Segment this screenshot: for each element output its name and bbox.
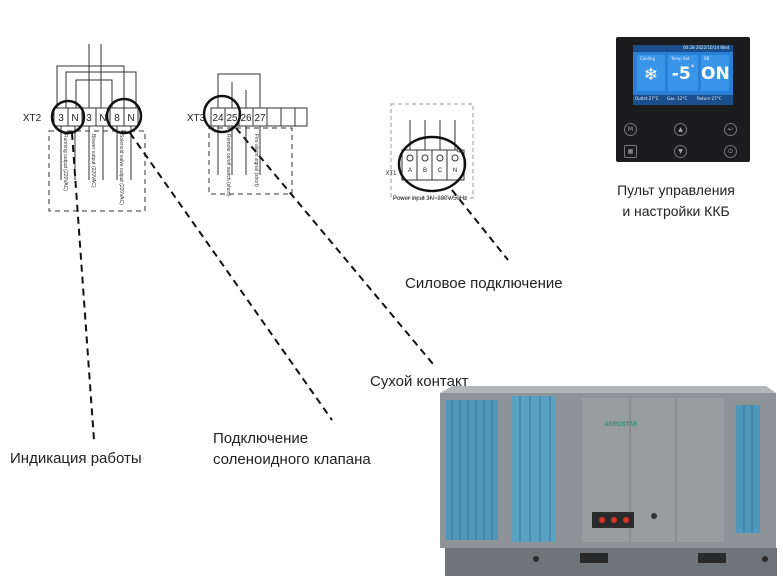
menu-button[interactable]: M: [624, 123, 637, 136]
return-button[interactable]: ↩: [724, 123, 737, 136]
leader-solenoid: [129, 132, 333, 421]
xt3-label: XT3: [187, 113, 206, 124]
label-operation-indication: Индикация работы: [10, 450, 142, 467]
controller-caption-line1: Пульт управления: [617, 182, 735, 198]
xt3-output-caption: Fire alarm signal (short): [253, 134, 259, 187]
grid-button[interactable]: ▦: [624, 145, 637, 158]
mode-tile: Cooling ❄: [637, 55, 665, 91]
controller-caption: Пульт управления и настройки ККБ: [596, 180, 756, 222]
power-button[interactable]: ⏻: [724, 145, 737, 158]
status-value: ON: [701, 64, 730, 84]
gas-temp: Gas -12°C: [667, 96, 688, 101]
xt3-output-caption: Remote on/off switch (short): [225, 134, 231, 197]
return-temp: Return 27°C: [697, 96, 722, 101]
label-dry-contact: Сухой контакт: [370, 373, 469, 390]
xt3-terminal: 26: [240, 113, 252, 124]
xt3-terminal: 24: [212, 113, 224, 124]
temp-unit: °: [690, 64, 695, 72]
highlight-circle-solenoid: [105, 97, 143, 135]
unit-brand: AEROSTAR: [604, 422, 638, 428]
xt1-terminal: B: [423, 168, 427, 174]
condensing-unit: AEROSTAR: [440, 386, 777, 576]
highlight-circle-running: [50, 99, 86, 135]
xt1-terminal: N: [453, 168, 457, 174]
screen-footer: Outlet 27°C Gas -12°C Return 27°C: [633, 95, 733, 105]
mode-label: Cooling: [640, 56, 655, 61]
xt3-terminal: 27: [254, 113, 266, 124]
xt1-caption: Power input 3N~380V/50Hz: [393, 196, 467, 202]
xt2-terminal: N: [71, 113, 78, 124]
xt1-terminal: A: [408, 168, 412, 174]
xt1-terminal: C: [438, 168, 443, 174]
label-power-connection: Силовое подключение: [405, 275, 563, 292]
down-button[interactable]: ▼: [674, 145, 687, 158]
xt2-output-caption: Blower output (220VAC): [90, 134, 96, 188]
xt2-terminal: 3: [58, 113, 64, 124]
highlight-circle-power: [397, 135, 467, 193]
outlet-temp: Outlet 27°C: [635, 96, 659, 101]
highlight-circle-dry-contact: [202, 94, 242, 134]
xt2-output-caption: Solenoid valve output (220VAC): [118, 134, 124, 205]
temp-value: -5: [671, 64, 691, 84]
temp-tile: Temp Set -5°: [668, 55, 698, 91]
leader-operation: [71, 132, 95, 441]
screen-datetime: 00:28 2022/10/14 Wed: [683, 45, 729, 50]
label-solenoid-line1: Подключение: [213, 430, 309, 447]
controller-panel: 00:28 2022/10/14 Wed Cooling ❄ Temp Set …: [616, 37, 750, 162]
leader-dry-contact: [235, 127, 434, 365]
controller-caption-line2: и настройки ККБ: [622, 203, 730, 219]
xt2-terminal: 8: [114, 113, 120, 124]
up-button[interactable]: ▲: [674, 123, 687, 136]
xt1-label: XT1: [385, 171, 397, 177]
snowflake-icon: ❄: [643, 65, 659, 84]
xt2-label: XT2: [23, 113, 42, 124]
screen-header: 00:28 2022/10/14 Wed: [633, 45, 733, 52]
temp-label: Temp Set: [671, 56, 690, 61]
xt2-terminal: N: [99, 113, 106, 124]
xt2-output-caption: Running output (220VAC): [62, 134, 68, 191]
xt2-terminal: N: [127, 113, 134, 124]
leader-power: [451, 189, 509, 261]
xt3-terminal: 25: [226, 113, 238, 124]
status-label: SB: [704, 56, 710, 61]
xt2-terminal: 3: [86, 113, 92, 124]
label-solenoid-line2: соленоидного клапана: [213, 451, 371, 468]
status-tile: SB ON: [701, 55, 730, 91]
controller-screen: 00:28 2022/10/14 Wed Cooling ❄ Temp Set …: [633, 45, 733, 105]
